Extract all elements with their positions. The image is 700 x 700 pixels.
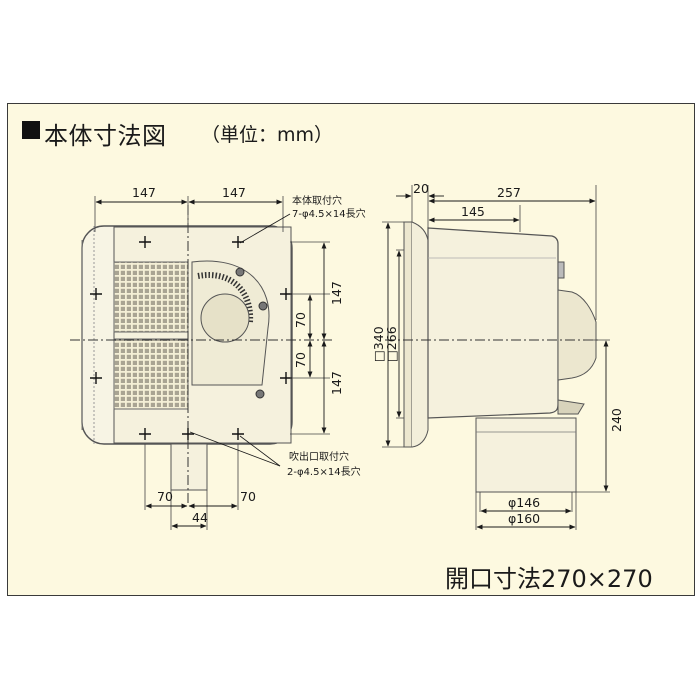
dim-bottom-center: 44 — [192, 510, 208, 525]
side-motor — [557, 289, 597, 381]
side-flange — [403, 221, 413, 448]
fan-hub — [200, 293, 250, 343]
side-body — [427, 227, 559, 419]
dim-bottom-left: 70 — [157, 489, 173, 504]
dim-top-left: 147 — [132, 185, 156, 200]
outlet-hole-spec: 2-φ4.5×14長穴 — [287, 465, 361, 478]
grille-upper — [113, 261, 189, 333]
dim-mid-lower: 70 — [293, 352, 308, 368]
dim-inner-square: □266 — [384, 326, 399, 362]
dim-duct-inner: φ146 — [508, 495, 540, 510]
dim-flange-thickness: 20 — [413, 181, 429, 196]
unit-note: （単位：mm） — [201, 124, 334, 146]
dim-top-right: 147 — [222, 185, 246, 200]
dim-outer-square: □340 — [371, 326, 386, 362]
side-duct — [475, 417, 577, 493]
grille-lower — [113, 338, 189, 410]
drawing-title: 本体寸法図 — [44, 122, 167, 150]
dim-body-depth: 145 — [461, 204, 485, 219]
dim-right-upper: 147 — [329, 281, 344, 305]
dim-duct-outer: φ160 — [508, 511, 540, 526]
front-view — [70, 196, 335, 530]
dim-mid-upper: 70 — [293, 312, 308, 328]
side-view — [382, 185, 610, 530]
outlet-hole-label: 吹出口取付穴 — [289, 450, 349, 463]
mount-hole-spec: 7-φ4.5×14長穴 — [292, 207, 366, 220]
opening-size: 開口寸法270×270 — [445, 565, 653, 593]
front-outlet-duct — [170, 443, 208, 491]
dim-total-depth: 257 — [497, 185, 521, 200]
mount-hole-label: 本体取付穴 — [292, 194, 342, 207]
title-bullet — [22, 121, 40, 139]
dim-right-lower: 147 — [329, 371, 344, 395]
dim-duct-height: 240 — [609, 408, 624, 432]
dim-bottom-right: 70 — [240, 489, 256, 504]
